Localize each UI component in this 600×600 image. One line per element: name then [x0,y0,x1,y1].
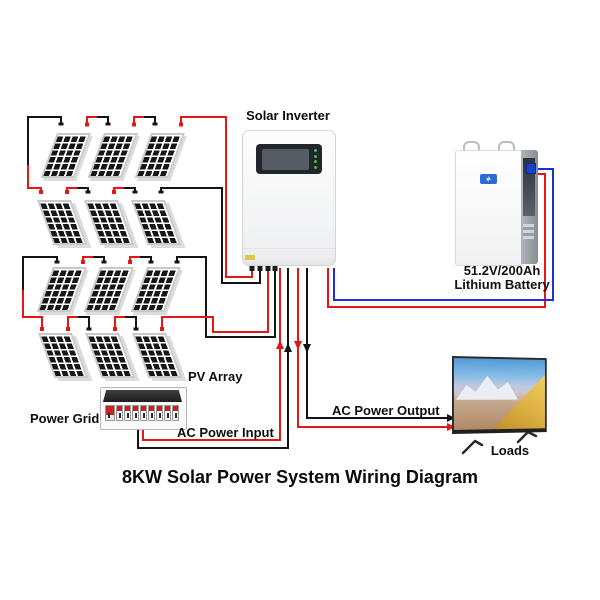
tv-picture-dune [493,374,545,429]
grid-breakers [105,405,182,422]
ac-input-neutral-wire [137,268,289,449]
ac-output-arrow-black-right [447,414,455,422]
pv-string2-negative-wire [22,256,276,338]
ac-output-arrow-black-down [303,344,311,353]
inverter-pv-terminals [249,262,278,271]
battery-handle [498,141,515,151]
ac-power-input-label: AC Power Input [177,425,274,440]
tv-left-leg [461,439,484,455]
grid-box-cover [103,390,182,402]
inverter-lcd-screen [262,149,309,170]
loads-label: Loads [490,443,530,458]
battery-front-panel [455,150,523,266]
battery-negative-wire [333,168,554,301]
ac-input-arrow-black [284,343,292,352]
breaker [124,405,131,421]
breaker [156,405,163,421]
solar-inverter [242,130,336,266]
ac-output-live-wire [297,268,448,428]
ac-power-output-label: AC Power Output [332,403,440,418]
tv-load [452,356,552,438]
solar-inverter-label: Solar Inverter [246,108,330,123]
breaker [132,405,139,421]
inverter-warning-sticker [245,255,255,260]
ac-output-arrow-red-right [447,423,455,431]
breaker [140,405,147,421]
led-indicator [314,165,317,169]
tv-picture-mountains [456,375,529,399]
battery-handle [463,141,480,151]
pv-array-label: PV Array [188,369,243,384]
diagram-title: 8KW Solar Power System Wiring Diagram [122,467,478,487]
main-breaker [105,405,115,421]
battery-name: Lithium Battery [454,277,550,292]
battery-terminal [526,163,536,174]
breaker [116,405,123,421]
pv-terminal-marks [39,122,183,331]
ac-output-arrow-red-down [294,341,302,350]
inverter-display [256,144,322,174]
battery-label: 51.2V/200Ah Lithium Battery [450,264,554,292]
led-indicator [314,149,317,152]
inverter-seam [243,248,335,249]
led-indicator [314,160,317,163]
ac-output-neutral-wire [306,268,448,419]
power-grid-label: Power Grid [30,411,100,426]
battery-spec: 51.2V/200Ah [463,263,541,278]
ac-input-live-wire [142,268,281,441]
power-grid-box [100,387,187,430]
breaker [148,405,155,421]
battery-vents [523,224,534,239]
ac-input-arrow-red [276,340,284,349]
tv-screen [452,356,547,434]
led-indicator [314,154,317,158]
battery-positive-wire [327,173,546,308]
battery-logo [480,174,497,184]
breaker [172,405,179,421]
pv-string1-negative-wire [27,116,261,284]
inverter-status-leds [314,149,317,169]
breaker [164,405,171,421]
